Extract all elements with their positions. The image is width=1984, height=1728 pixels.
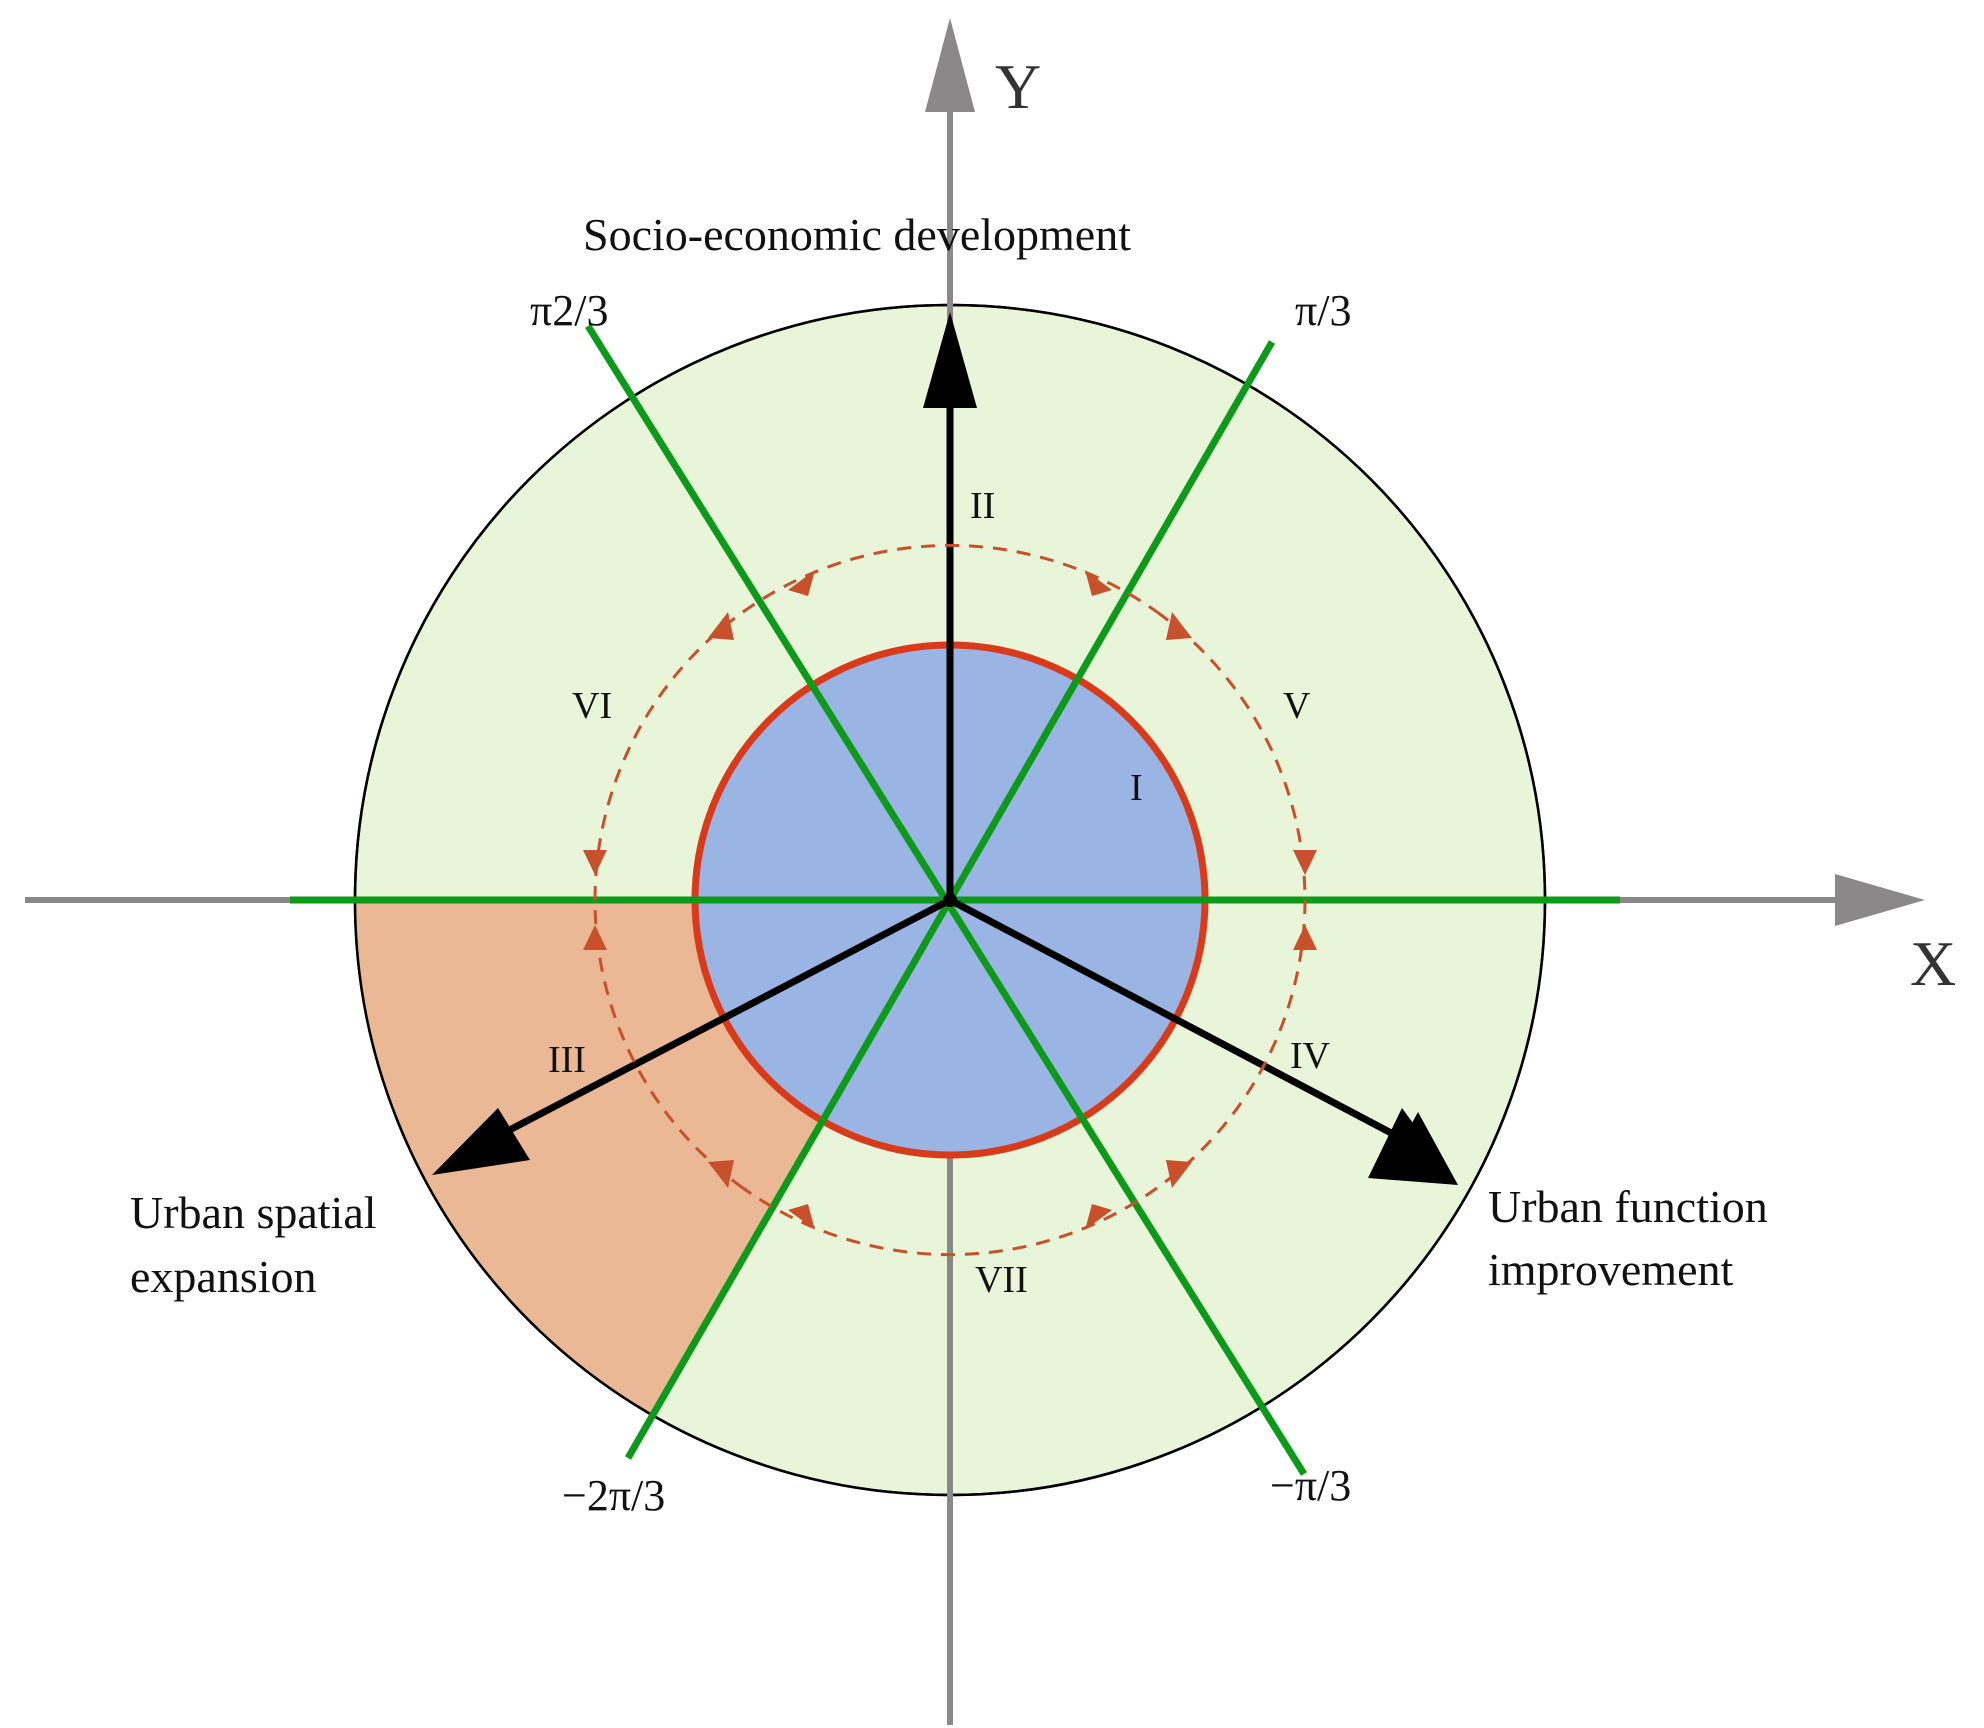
cycle-arrowheads (583, 570, 1317, 1230)
angle-label-neg-2pi3: −2π/3 (562, 1471, 665, 1520)
cycle-arrowhead-6 (583, 925, 607, 950)
angle-label-neg-pi3: −π/3 (1270, 1461, 1351, 1510)
cycle-arc-top (742, 543, 1158, 614)
socio-economic-label: Socio-economic development (583, 209, 1131, 260)
socio-economic-arrowhead (923, 312, 977, 408)
y-axis-label: Y (995, 51, 1041, 122)
region-label-VI: VI (572, 685, 612, 727)
region-label-I: I (1130, 767, 1143, 809)
origin-point (943, 893, 957, 907)
urban-spatial-label-line1: Urban spatial (130, 1187, 377, 1238)
urban-spatial-arrow-shaft (498, 896, 952, 1139)
urban-function-arrowhead-fill (1368, 1108, 1458, 1185)
cycle-arrowhead-1 (788, 570, 815, 596)
urban-spatial-arrowhead (432, 1108, 530, 1175)
cycle-arrowhead-7 (1293, 850, 1317, 875)
angle-label-pi3: π/3 (1295, 286, 1351, 335)
cycle-arc-bottom (742, 1186, 1158, 1257)
cycle-arc-right-lower (1156, 899, 1307, 1190)
cycle-arrowhead-12 (1085, 1204, 1112, 1230)
urban-function-label-line2: improvement (1488, 1244, 1733, 1295)
region-label-VII: VII (975, 1259, 1028, 1301)
cycle-arrowhead-9 (708, 1160, 734, 1188)
x-axis-arrowhead (1835, 874, 1925, 926)
region-label-V: V (1283, 685, 1311, 727)
cycle-arc-left (593, 610, 744, 901)
cycle-arrowhead-11 (788, 1204, 815, 1230)
region-label-II: II (970, 485, 995, 527)
cycle-arrowhead-8 (1293, 925, 1317, 950)
urban-function-arrow-shaft (948, 896, 1397, 1139)
angle-label-2pi3: π2/3 (530, 286, 608, 335)
urban-spatial-label-line2: expansion (130, 1251, 317, 1302)
cycle-arrowhead-4 (1166, 612, 1192, 640)
cycle-arrowhead-5 (583, 850, 607, 875)
cycle-arrowhead-2 (1085, 570, 1112, 596)
cycle-arrowhead-3 (708, 612, 734, 640)
x-axis-label: X (1910, 928, 1956, 999)
region-label-III: III (548, 1039, 586, 1081)
dimension-arrows (432, 312, 1458, 1185)
urban-function-label-line1: Urban function (1488, 1181, 1768, 1232)
y-axis-arrowhead (925, 18, 975, 112)
region-label-IV: IV (1290, 1035, 1331, 1077)
cycle-arrowhead-10 (1166, 1160, 1192, 1188)
